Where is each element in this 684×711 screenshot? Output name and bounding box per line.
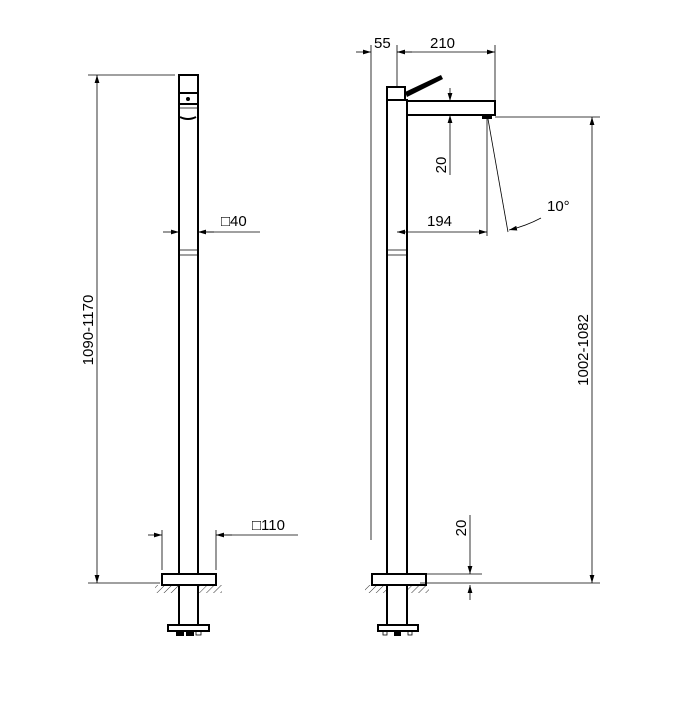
front-view: 1090-1170 □40 □110 xyxy=(80,74,298,636)
top-dimensions: 55 210 xyxy=(356,35,496,540)
outlet-reach-dimension: 194 10° xyxy=(397,118,570,236)
front-base xyxy=(155,573,222,636)
spout-reach-label: 210 xyxy=(430,35,455,52)
spout-thickness-label: 20 xyxy=(433,157,450,174)
pipe-size-dimension: □40 xyxy=(163,213,260,235)
side-body xyxy=(386,75,496,575)
height-dimension-label: 1090-1170 xyxy=(80,295,97,366)
side-view: 55 210 20 194 10° 1002-1082 20 xyxy=(356,35,600,636)
outlet-reach-label: 194 xyxy=(427,213,452,230)
side-base xyxy=(365,573,429,636)
base-thickness-dimension: 20 xyxy=(426,515,482,600)
pipe-size-label: □40 xyxy=(221,213,247,230)
lever-offset-label: 55 xyxy=(374,35,391,52)
aerator xyxy=(482,115,492,119)
height-dimension: 1090-1170 xyxy=(80,74,175,584)
front-pipe xyxy=(178,74,199,575)
outlet-height-label: 1002-1082 xyxy=(575,314,592,386)
lever-handle xyxy=(405,75,443,97)
outlet-height-dimension: 1002-1082 xyxy=(420,116,600,584)
outlet-angle-label: 10° xyxy=(547,198,570,215)
spout xyxy=(406,100,496,116)
base-thickness-label: 20 xyxy=(453,520,470,537)
base-size-dimension: □110 xyxy=(148,517,298,570)
base-size-label: □110 xyxy=(252,517,285,534)
spout-thickness-dimension: 20 xyxy=(433,88,453,175)
